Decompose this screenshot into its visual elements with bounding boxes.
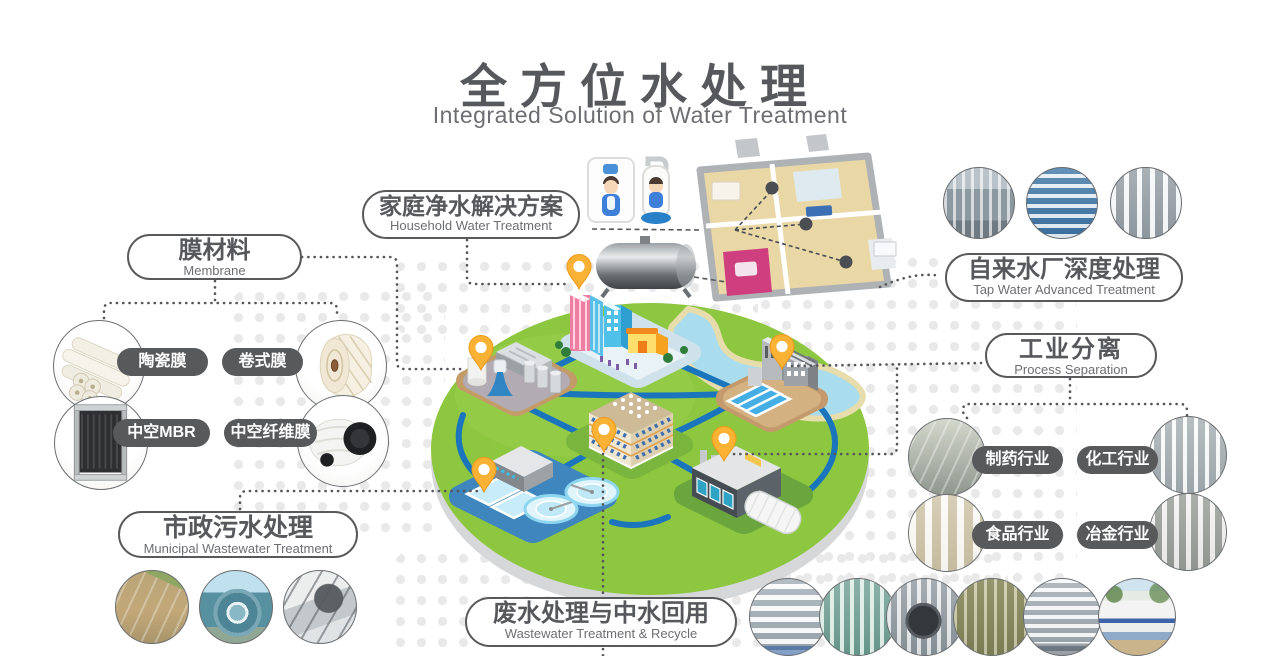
callout-process-separation: 工业分离 Process Separation [985, 333, 1157, 378]
pill-pharma-industry: 制药行业 [972, 446, 1063, 474]
callout-municipal-zh: 市政污水处理 [162, 514, 313, 542]
water-purifier-cylinder [641, 156, 671, 224]
callout-tap-water: 自来水厂深度处理 Tap Water Advanced Treatment [945, 253, 1183, 302]
callout-membrane-en: Membrane [183, 262, 246, 278]
photo-municipal-clarifier [199, 570, 273, 644]
photo-municipal-aerial [115, 570, 189, 644]
photo-chemical-industry [1149, 416, 1227, 494]
callout-membrane-zh: 膜材料 [178, 237, 251, 264]
callout-municipal: 市政污水处理 Municipal Wastewater Treatment [118, 511, 358, 558]
callout-household-en: Household Water Treatment [389, 217, 553, 233]
photo-metallurgy-industry [1149, 493, 1227, 571]
photo-municipal-aeration [283, 570, 357, 644]
photo-tapwater-plant-3 [1110, 167, 1182, 239]
pressure-tank [596, 236, 696, 299]
photo-recycle-treatment-line [1023, 578, 1101, 656]
city-cluster [555, 292, 701, 388]
callout-wastewater-en: Wastewater Treatment & Recycle [504, 625, 698, 641]
pill-hollow-mbr: 中空MBR [113, 419, 210, 447]
pill-spiral-membrane: 卷式膜 [222, 348, 303, 376]
pill-food-industry: 食品行业 [972, 521, 1063, 549]
callout-membrane: 膜材料 Membrane [127, 234, 302, 280]
photo-hollow-fiber-membrane [297, 395, 389, 487]
photo-tapwater-plant-2 [1026, 167, 1098, 239]
callout-wastewater-zh: 废水处理与中水回用 [493, 600, 709, 627]
callout-tap-water-zh: 自来水厂深度处理 [968, 256, 1160, 283]
house-floorplan [696, 134, 897, 302]
photo-recycle-ro-skid [749, 578, 827, 656]
page-title-zh: 全方位水处理 [460, 60, 820, 113]
dotted-connectors [102, 238, 1189, 656]
factory-cluster-bottom [674, 446, 813, 535]
callout-municipal-en: Municipal Wastewater Treatment [143, 541, 333, 556]
photo-recycle-container-station [1098, 578, 1176, 656]
callout-household-zh: 家庭净水解决方案 [379, 193, 563, 219]
dashed-links [591, 228, 727, 283]
industrial-platform-left [456, 342, 577, 416]
callout-process-zh: 工业分离 [1019, 336, 1123, 363]
photo-tapwater-plant-1 [943, 167, 1015, 239]
photo-recycle-membrane-columns [953, 578, 1031, 656]
pill-metallurgy-industry: 冶金行业 [1077, 521, 1158, 549]
pill-ceramic-membrane: 陶瓷膜 [117, 348, 208, 376]
photo-recycle-uf-rack [819, 578, 897, 656]
pill-hollow-fiber: 中空纤维膜 [224, 419, 317, 447]
water-purifier-box [587, 157, 635, 223]
callout-household: 家庭净水解决方案 Household Water Treatment [362, 190, 580, 239]
page-title-en: Integrated Solution of Water Treatment [432, 102, 848, 128]
pill-chemical-industry: 化工行业 [1077, 446, 1158, 474]
callout-process-en: Process Separation [1014, 361, 1128, 377]
callout-tap-water-en: Tap Water Advanced Treatment [973, 281, 1155, 297]
callout-wastewater: 废水处理与中水回用 Wastewater Treatment & Recycle [465, 597, 737, 647]
